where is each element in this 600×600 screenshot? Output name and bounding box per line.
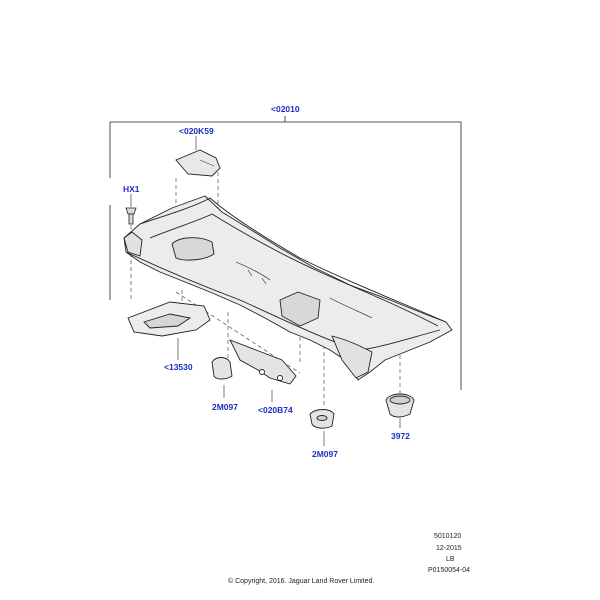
assembly-bracket-frame: [109, 116, 462, 390]
copyright-notice: © Copyright, 2016. Jaguar Land Rover Lim…: [228, 578, 375, 585]
callout-cover-panel: <020K59: [179, 126, 214, 136]
cowl-right-end: [331, 335, 373, 379]
cowl-panel-body: [123, 195, 453, 381]
drawing-region: LB: [446, 556, 455, 563]
drawing-reference: P0150054-04: [428, 567, 471, 574]
screw-part: [125, 207, 137, 225]
drawing-date: 12-2015: [436, 545, 462, 552]
cowl-ribs: [235, 261, 373, 319]
callout-screw: HX1: [123, 184, 140, 194]
callout-grommet: 3972: [391, 431, 410, 441]
clip-bottom-part: [309, 409, 335, 429]
clip-left-part: [211, 357, 233, 380]
tray-part: [127, 301, 211, 337]
callout-tray: <13530: [164, 362, 193, 372]
cowl-front-lip: [125, 251, 441, 351]
cowl-left-recess: [171, 237, 215, 261]
cowl-center-pocket: [279, 291, 321, 327]
bracket-part: [229, 339, 297, 385]
callout-clip-bottom: 2M097: [312, 449, 338, 459]
cowl-top-ridge: [139, 197, 447, 323]
callout-clip-left: 2M097: [212, 402, 238, 412]
cowl-inner-lip: [149, 213, 439, 327]
callout-main-assembly: <02010: [271, 104, 300, 114]
cover-panel-edge: [199, 159, 215, 167]
cowl-left-end: [123, 231, 143, 257]
grommet-part: [385, 393, 415, 418]
drawing-code: 5010120: [434, 533, 462, 540]
cover-panel-part: [175, 149, 221, 177]
callout-bracket: <020B74: [258, 405, 293, 415]
cowl-panel: [123, 195, 453, 381]
leader-lines: [130, 136, 401, 446]
